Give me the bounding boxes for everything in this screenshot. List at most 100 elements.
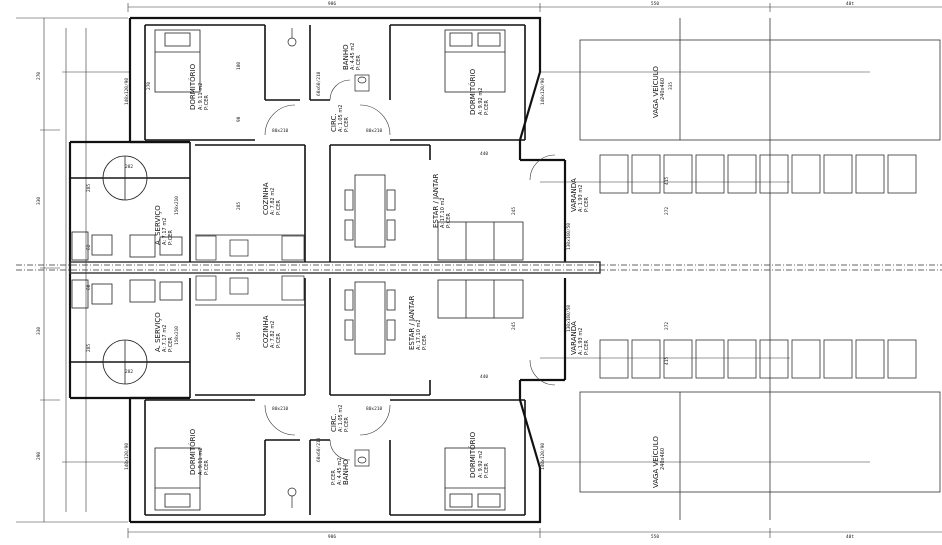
label-vaga-upper-size: 240x460 [660,78,666,100]
label-varanda-lower-area: A: 1.93 m2 [578,328,584,355]
label-servico-lower-floor: P:CER [168,337,174,352]
dim-left-3: 330 [36,327,42,335]
dim-int-3: 180 [236,62,242,70]
dim-int-8: 272 [664,207,670,215]
dim-left-1: 270 [36,72,42,80]
dim-int-6: 440 [480,151,488,157]
dim-int-9: 335 [668,82,674,90]
label-dorm2-upper-area: A: 9.92 m2 [478,88,484,115]
door-label-80-upper-left: 80x210 [272,128,289,134]
label-dorm1-lower-floor: P:CER [204,460,210,475]
label-dorm2-lower-floor: P:CER [484,463,490,478]
window-label-150-lower: 150x210 [174,326,180,345]
door-label-80-lower-left: 80x210 [272,406,289,412]
label-banho-lower-area: A: 4.45 m2 [337,458,343,485]
label-cozinha-lower-floor: P:CER [276,333,282,348]
dim-int-2: 285 [236,202,242,210]
label-circ-lower-area: A: 1.05 m2 [338,405,344,432]
dim-int-10: 285 [86,184,92,192]
dim-int-15: 245 [511,322,517,330]
kitchen-counters [195,234,305,306]
label-vaga-lower-size: 240x460 [660,448,666,470]
label-banho-lower: BANHO [342,459,350,485]
dim-int-5: 245 [511,207,517,215]
dim-left-4: 290 [36,452,42,460]
dim-bottom-2: 550 [651,534,659,540]
label-dorm2-upper: DORMITÓRIO [468,68,477,115]
label-estar-lower-area: A: 17.10 m2 [416,319,422,350]
label-cozinha-lower: COZINHA [262,315,270,348]
label-servico-lower: A. SERVIÇO [154,312,162,352]
dim-int-14: 285 [236,332,242,340]
label-circ-lower-floor: P:CER [344,417,350,432]
beds [154,29,506,511]
label-banho-upper-area: A: 4.45 m2 [350,43,356,70]
label-banho-lower-floor: P:CER [331,470,337,485]
label-estar-lower: ESTAR / JANTAR [408,295,416,350]
label-varanda-lower: VARANDA [570,321,578,355]
dim-top-3: 40t [846,1,854,7]
sofas [437,221,524,319]
label-dorm2-lower-area: A: 9.92 m2 [478,451,484,478]
label-estar-upper-floor: P:CER [446,213,452,228]
bathroom-fixtures [287,28,370,508]
dim-bottom-1: 986 [328,534,336,540]
dim-top-2: 550 [651,1,659,7]
dim-int-7: 415 [664,177,670,185]
window-label-140-upper-left: 140x120/90 [124,78,130,105]
dim-int-17: 415 [664,357,670,365]
label-circ-upper-area: A: 1.05 m2 [338,105,344,132]
interior-walls-upper [70,24,526,262]
label-circ-upper: CIRC. [330,113,338,132]
dim-int-19: 285 [86,344,92,352]
label-dorm1-upper-floor: P:CER [204,95,210,110]
parking-pavers [579,18,941,520]
window-label-140-lower-right: 140x120/90 [540,443,546,470]
window-label-60-lower: 60x60/210 [316,437,322,462]
label-servico-upper-floor: P:CER [168,230,174,245]
window-label-130-upper: 130x160/50 [566,223,572,250]
label-dorm1-upper: DORMITÓRIO [188,63,197,110]
label-dorm2-upper-floor: P:CER [484,100,490,115]
label-dorm2-lower: DORMITÓRIO [468,431,477,478]
dim-top-1: 986 [328,1,336,7]
exterior-walls [68,16,567,524]
label-vaga-lower: VAGA VEÍCULO [651,436,660,488]
dim-int-12: 62 [86,244,92,250]
label-servico-upper: A. SERVIÇO [154,205,162,245]
service-tables [71,155,183,385]
label-dorm1-lower-area: A: 9.11 m2 [198,448,204,475]
dim-int-16: 440 [480,374,488,380]
dim-int-20: 272 [664,322,670,330]
label-servico-upper-area: A: 7.17 m2 [162,218,168,245]
window-label-150-upper: 150x210 [174,196,180,215]
window-label-140-lower-left: 140x120/90 [124,443,130,470]
door-label-80-lower-right: 80x210 [366,406,383,412]
label-estar-upper-area: A: 17.10 m2 [440,197,446,228]
label-varanda-lower-floor: P:CER [584,340,590,355]
window-label-140-upper-right: 140x120/90 [540,78,546,105]
label-cozinha-upper: COZINHA [262,182,270,215]
label-circ-upper-floor: P:CER [344,117,350,132]
dim-left-2: 330 [36,197,42,205]
dim-int-18: 282 [125,369,133,375]
label-estar-upper: ESTAR / JANTAR [432,173,440,228]
label-servico-lower-area: A: 7.17 m2 [162,325,168,352]
label-cozinha-upper-floor: P:CER [276,200,282,215]
label-cozinha-upper-area: A: 7.82 m2 [270,188,276,215]
label-banho-upper: BANHO [342,44,350,70]
window-label-60-upper: 60x60/210 [316,71,322,96]
label-varanda-upper-area: A: 1.93 m2 [578,185,584,212]
label-dorm1-upper-area: A: 9.11 m2 [198,83,204,110]
dim-int-4: 90 [236,116,242,122]
dim-int-11: 282 [125,164,133,170]
dim-int-13: 60 [86,284,92,290]
label-cozinha-lower-area: A: 7.82 m2 [270,321,276,348]
label-circ-lower: CIRC. [330,413,338,432]
party-wall [16,261,942,274]
label-banho-upper-floor: P:CER [356,55,362,70]
window-label-130-lower: 130x160/50 [566,305,572,332]
label-dorm1-lower: DORMITÓRIO [188,428,197,475]
label-vaga-upper: VAGA VEÍCULO [651,66,660,118]
